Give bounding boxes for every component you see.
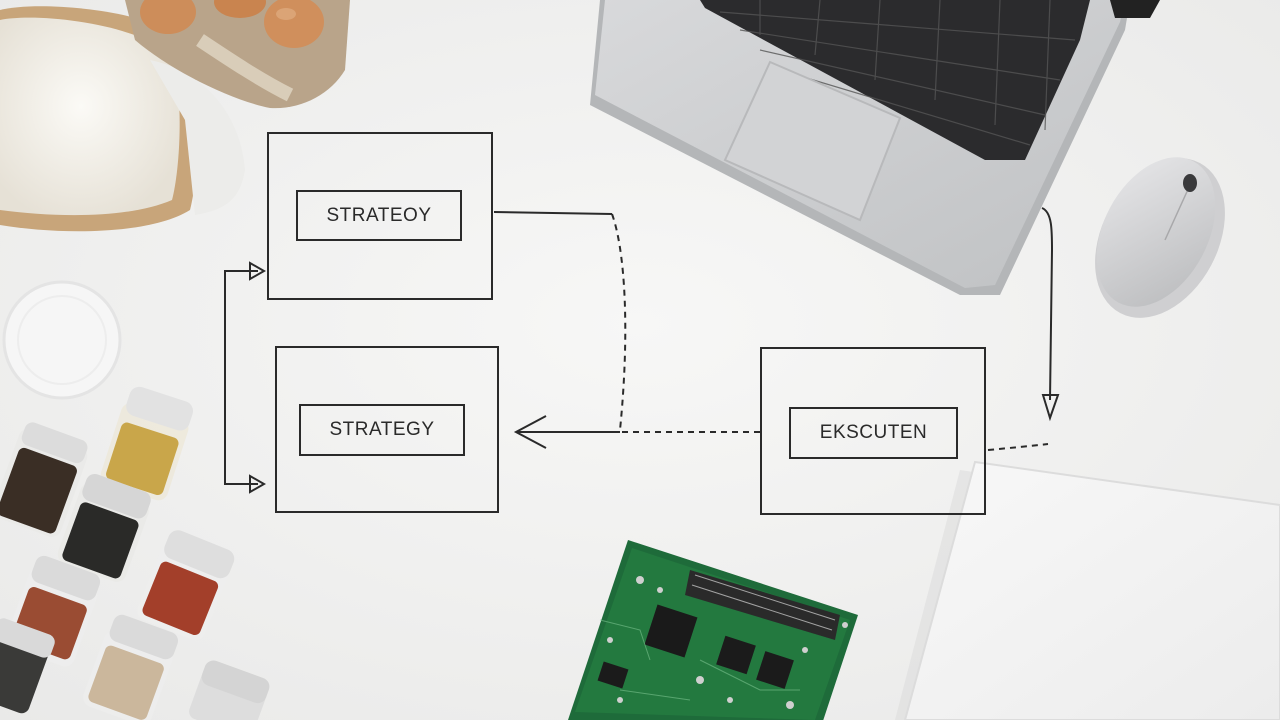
diagram-lines	[224, 132, 1060, 515]
glass-bowl	[2, 280, 122, 400]
box-top-label: STRATEOY	[326, 204, 432, 226]
box-top	[267, 132, 493, 300]
notepad	[895, 460, 1280, 720]
box-right-label: EKSCUTEN	[819, 422, 928, 443]
egg-carton	[125, 0, 350, 109]
mouse	[1095, 157, 1225, 318]
box-left-label: STRATEGY	[329, 419, 435, 440]
box-left-inner	[299, 404, 465, 456]
box-top-inner	[296, 190, 462, 241]
box-right-inner	[789, 407, 958, 459]
laptop	[590, 0, 1160, 295]
box-left	[275, 346, 499, 513]
circuit-board	[568, 540, 858, 720]
flour-bag	[0, 6, 245, 232]
spice-jars	[0, 386, 270, 720]
box-right	[760, 347, 986, 515]
